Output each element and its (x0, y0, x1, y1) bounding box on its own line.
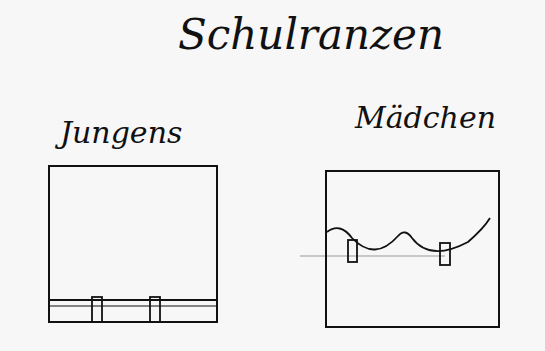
buckle (440, 243, 450, 265)
schoolbag: Mädchen (325, 100, 500, 328)
bag-heading: Mädchen (355, 100, 496, 136)
bag-outline (48, 165, 218, 323)
flap-curve (327, 218, 490, 251)
flap-line (300, 256, 445, 257)
title: Schulranzen (178, 10, 444, 60)
strap-line (50, 299, 216, 301)
buckle (348, 240, 357, 262)
buckle (150, 297, 160, 322)
bag-heading: Jungens (60, 115, 182, 151)
strap-line (50, 305, 216, 306)
schoolbag: Jungens (48, 115, 218, 323)
bag-outline (325, 170, 500, 328)
buckle (92, 297, 102, 322)
